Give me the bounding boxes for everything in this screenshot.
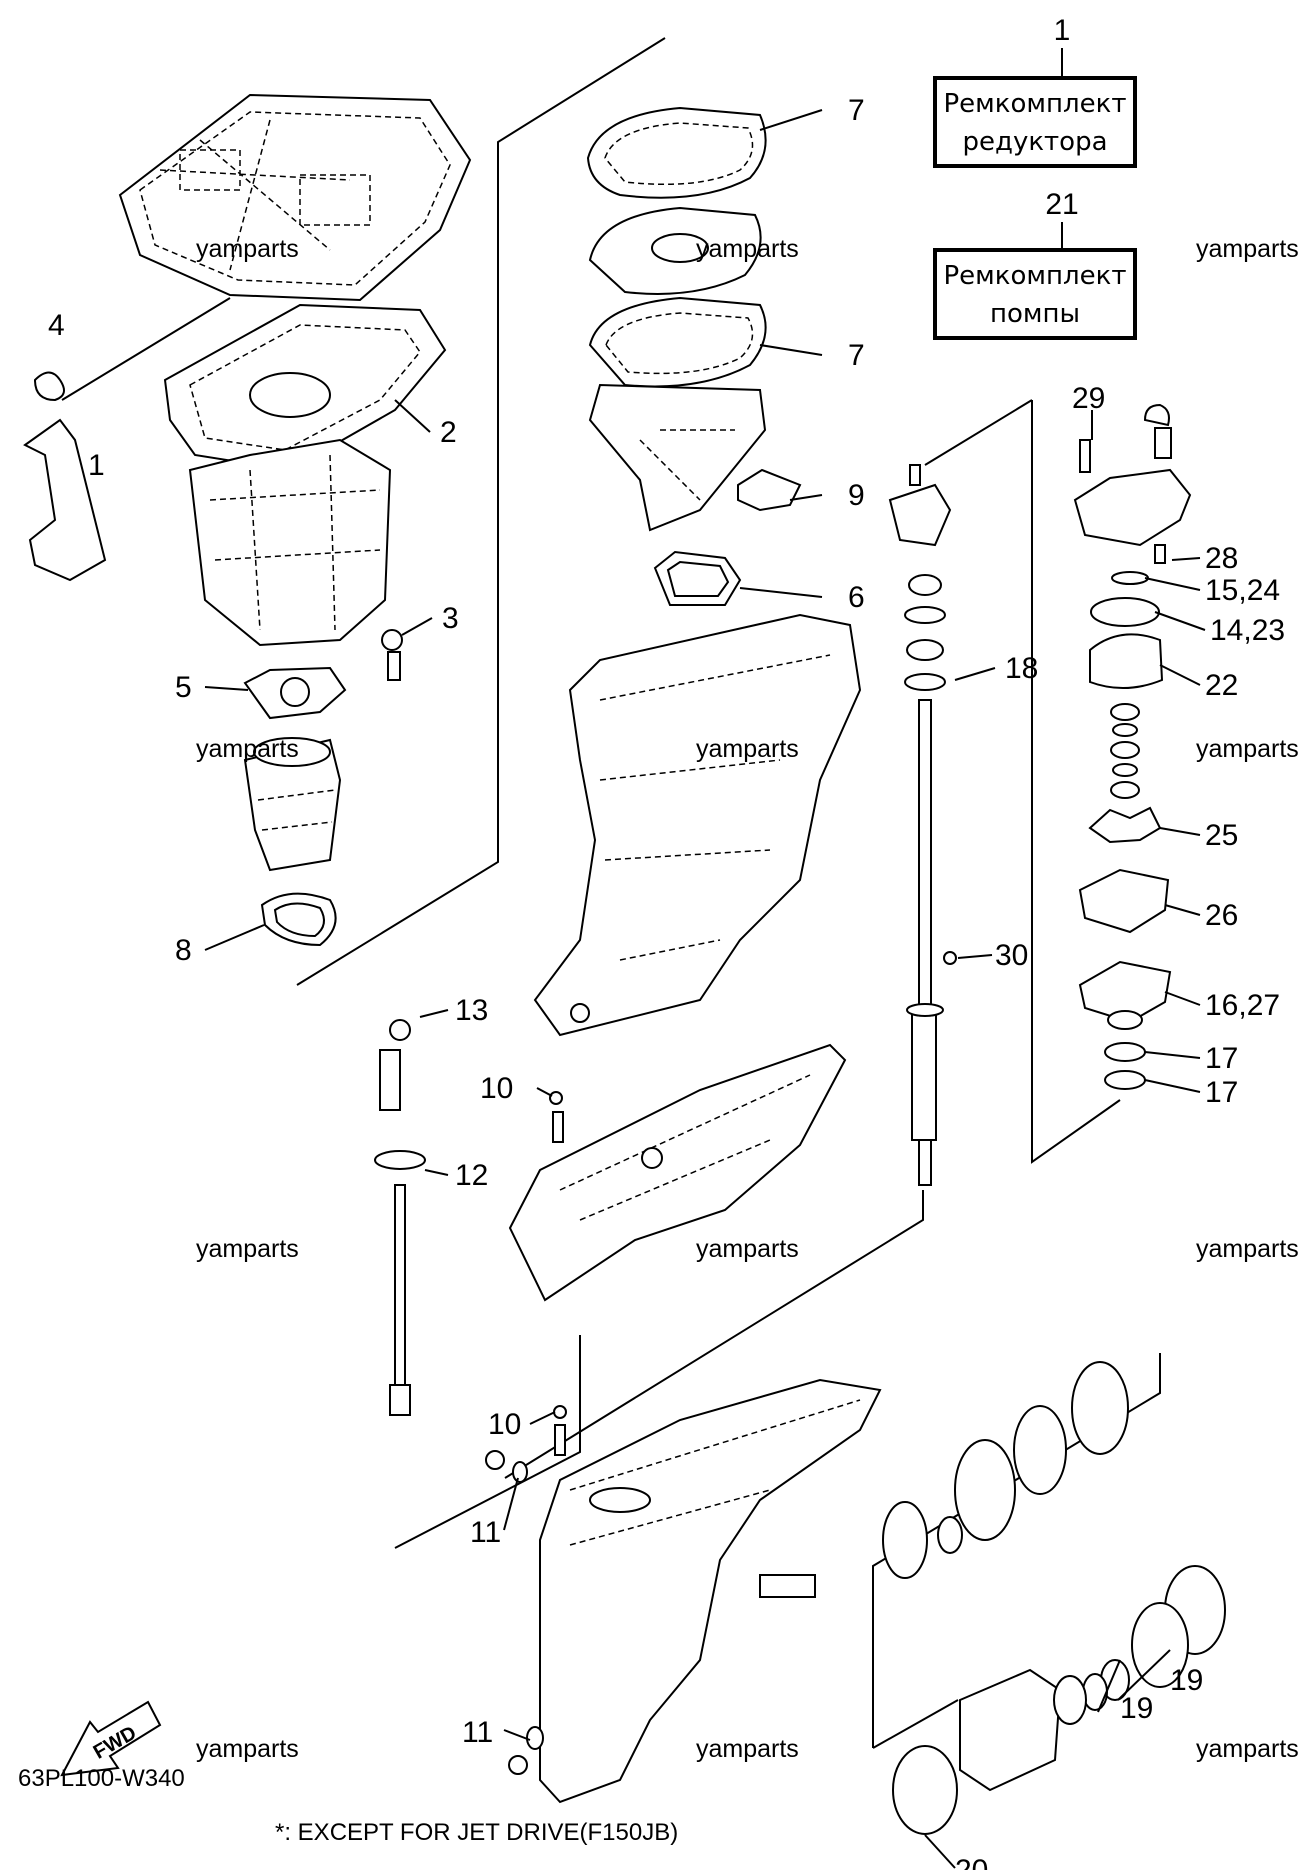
callout-19-b: 19: [1120, 1692, 1153, 1725]
callout-11-lower: 11: [462, 1716, 493, 1749]
drive-shaft-housing: [533, 613, 862, 1037]
kit-gearbox-number: 1: [1054, 14, 1071, 47]
callout-5: 5: [175, 671, 192, 704]
watermark: yamparts: [696, 235, 799, 263]
kit-gearbox: 1 Ремкомплект редуктора: [933, 14, 1137, 168]
watermark: yamparts: [696, 1235, 799, 1263]
diagram-code: 63PL100-W340: [18, 1765, 185, 1792]
shift-rod: [374, 1019, 426, 1416]
watermark: yamparts: [1196, 1235, 1299, 1263]
drive-shaft: [888, 464, 957, 1186]
callout-16-27: 16,27: [1205, 989, 1280, 1022]
watermark: yamparts: [696, 735, 799, 763]
kit-gearbox-line2: редуктора: [962, 127, 1107, 157]
callout-14-23: 14,23: [1210, 614, 1285, 647]
callout-7-top: 7: [848, 94, 865, 127]
callout-15-24: 15,24: [1205, 574, 1280, 607]
watermark: yamparts: [196, 1735, 299, 1763]
watermark: yamparts: [1196, 735, 1299, 763]
callout-7-bottom: 7: [848, 339, 865, 372]
watermark: yamparts: [696, 1735, 799, 1763]
gasket-7-top: [586, 106, 767, 199]
gasket-2: [163, 303, 447, 472]
callout-10-lower: 10: [488, 1408, 521, 1441]
callout-13: 13: [455, 994, 488, 1027]
water-pump: [1073, 403, 1192, 1090]
callout-26: 26: [1205, 899, 1238, 932]
watermark: yamparts: [196, 735, 299, 763]
callout-3: 3: [442, 602, 459, 635]
gasket-5: [243, 666, 347, 720]
callout-numbers: 7 7 9 6 2 3 4 1 5 8 13 12 10 10 11 11 18…: [48, 94, 1285, 1870]
lower-unit: [539, 1378, 882, 1804]
callout-17-a: 17: [1205, 1042, 1238, 1075]
kit-pump-number: 21: [1045, 188, 1078, 221]
watermark: yamparts: [196, 235, 299, 263]
gasket-7-bottom: [588, 296, 767, 388]
gear-set: [882, 1361, 1226, 1835]
callout-11-upper: 11: [470, 1516, 501, 1549]
bracket-4: [23, 371, 107, 582]
callout-9: 9: [848, 479, 865, 512]
callout-22: 22: [1205, 669, 1238, 702]
callout-28: 28: [1205, 542, 1238, 575]
oring-10-lower: [553, 1405, 567, 1456]
callout-1: 1: [88, 449, 105, 482]
watermark: yamparts: [196, 1235, 299, 1263]
kit-gearbox-line1: Ремкомплект: [944, 89, 1127, 119]
seal-6: [653, 550, 742, 606]
callout-25: 25: [1205, 819, 1238, 852]
callout-18: 18: [1005, 652, 1038, 685]
callout-19-a: 19: [1170, 1664, 1203, 1697]
plug-3: [381, 629, 403, 681]
kit-pump: 21 Ремкомплект помпы: [933, 188, 1137, 340]
callout-4: 4: [48, 309, 65, 342]
leader-lines: [204, 109, 1206, 1869]
callout-12: 12: [455, 1159, 488, 1192]
kit-pump-line2: помпы: [990, 299, 1080, 329]
lower-case-top: [508, 1043, 847, 1302]
callout-20: 20: [955, 1854, 988, 1870]
seal-8: [260, 892, 337, 947]
watermark: yamparts: [1196, 1735, 1299, 1763]
callout-8: 8: [175, 934, 192, 967]
upper-case-adaptor: [588, 383, 767, 532]
watermark: yamparts: [1196, 235, 1299, 263]
callout-30: 30: [995, 939, 1028, 972]
callout-10-upper: 10: [480, 1072, 513, 1105]
seal-9: [737, 468, 802, 512]
assembly-frame: [61, 37, 1161, 1749]
exhaust-pipe: [243, 737, 342, 872]
watermarks: yamparts yamparts yamparts yamparts yamp…: [196, 235, 1299, 1763]
footnote: *: EXCEPT FOR JET DRIVE(F150JB): [275, 1819, 678, 1846]
kit-pump-line1: Ремкомплект: [944, 261, 1127, 291]
upper-casing: [118, 93, 472, 302]
callout-2: 2: [440, 416, 457, 449]
oring-10-upper: [549, 1091, 564, 1143]
plug-11-upper: [485, 1450, 528, 1483]
exhaust-guide: [188, 438, 392, 647]
callout-17-b: 17: [1205, 1076, 1238, 1109]
callout-6: 6: [848, 581, 865, 614]
gasket-mid: [588, 206, 762, 295]
callout-29: 29: [1072, 382, 1105, 415]
